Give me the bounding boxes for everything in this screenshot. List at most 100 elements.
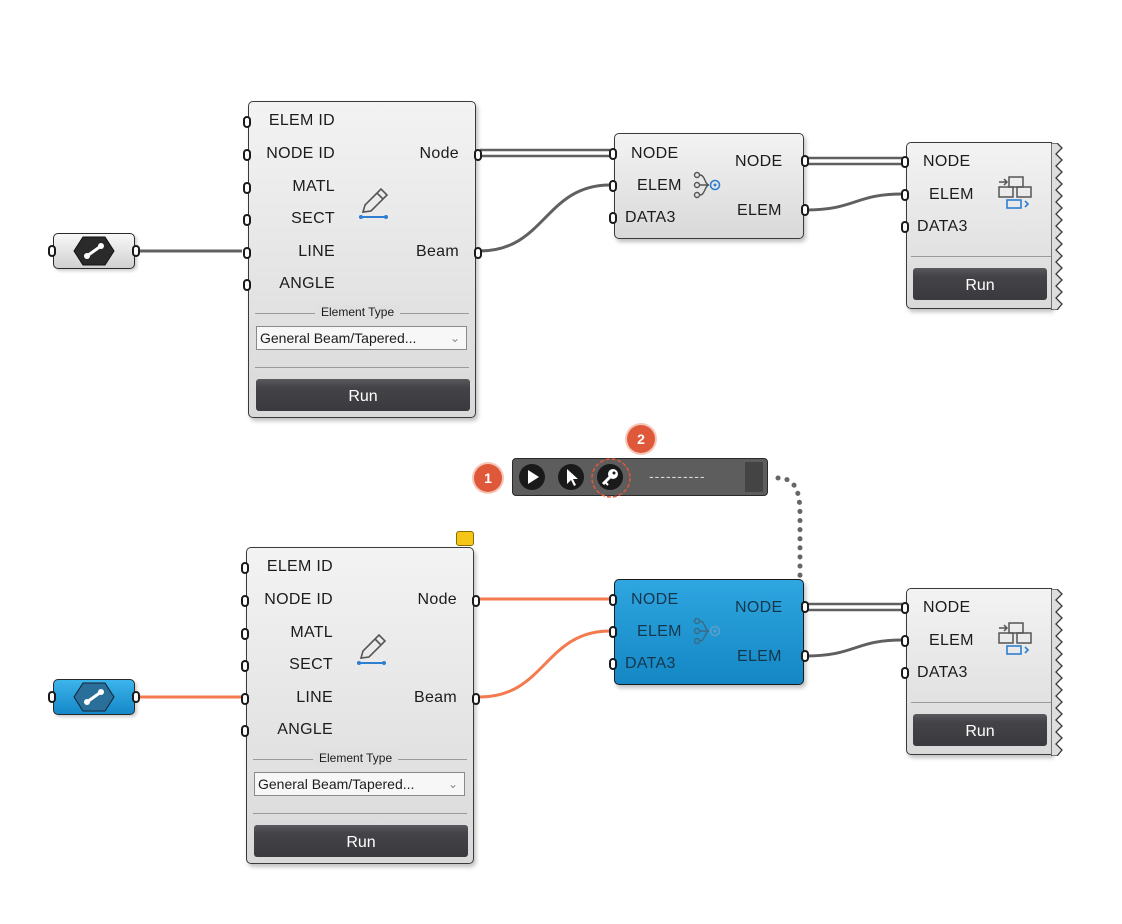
input-label-node: NODE	[631, 145, 679, 162]
element-type-label: Element Type	[313, 751, 399, 765]
output-port[interactable]	[474, 247, 482, 259]
torn-edge	[1051, 143, 1063, 310]
note-flag-icon[interactable]	[456, 531, 474, 546]
input-label-sect: SECT	[289, 656, 333, 673]
line-param-icon	[73, 682, 115, 712]
key-icon[interactable]	[597, 464, 623, 490]
output-port[interactable]	[801, 601, 809, 613]
input-port[interactable]	[243, 182, 251, 194]
input-port[interactable]	[243, 149, 251, 161]
input-label-elem: ELEM	[637, 623, 682, 640]
input-port[interactable]	[901, 189, 909, 201]
divider	[911, 256, 1052, 257]
element-type-label: Element Type	[315, 305, 401, 319]
wire-node-to-node	[480, 148, 610, 158]
input-port[interactable]	[901, 667, 909, 679]
output-label-node: Node	[417, 591, 457, 608]
input-port[interactable]	[48, 245, 56, 257]
output-port[interactable]	[472, 693, 480, 705]
wire-merge-node-to-send-node-2	[806, 602, 902, 612]
input-label-data3: DATA3	[917, 664, 968, 681]
wire-selected-beam	[479, 629, 611, 699]
input-port[interactable]	[609, 148, 617, 160]
input-port[interactable]	[48, 691, 56, 703]
wire-beam-to-elem	[479, 183, 611, 253]
output-label-elem: ELEM	[737, 648, 782, 665]
wire-merge-elem-to-send-elem	[805, 192, 903, 212]
merge-component[interactable]: NODE ELEM DATA3 NODE ELEM	[609, 133, 809, 239]
divider	[253, 813, 467, 814]
input-port[interactable]	[609, 594, 617, 606]
input-port[interactable]	[241, 562, 249, 574]
input-label-data3: DATA3	[625, 655, 676, 672]
toolbar-grip[interactable]	[745, 462, 763, 492]
create-element-component[interactable]: ELEM ID NODE ID MATL SECT LINE ANGLE Nod…	[241, 547, 480, 864]
input-label-angle: ANGLE	[277, 721, 333, 738]
pencil-icon	[357, 633, 387, 665]
divider	[911, 702, 1052, 703]
output-port[interactable]	[801, 204, 809, 216]
highlight-circle	[591, 458, 631, 498]
input-label-line: LINE	[298, 243, 335, 260]
output-label-beam: Beam	[416, 243, 459, 260]
input-label-line: LINE	[296, 689, 333, 706]
input-port[interactable]	[241, 628, 249, 640]
chevron-down-icon: ⌄	[447, 777, 458, 791]
play-icon[interactable]	[519, 464, 545, 490]
output-port[interactable]	[801, 155, 809, 167]
input-port[interactable]	[243, 279, 251, 291]
input-port[interactable]	[609, 626, 617, 638]
output-port[interactable]	[801, 650, 809, 662]
element-type-value: General Beam/Tapered...	[258, 776, 415, 792]
create-element-component[interactable]: ELEM ID NODE ID MATL SECT LINE ANGLE Nod…	[243, 101, 482, 418]
send-component[interactable]: NODE ELEM DATA3 Run	[901, 142, 1063, 310]
line-param[interactable]	[48, 233, 140, 269]
output-label-node: NODE	[735, 153, 783, 170]
input-port[interactable]	[243, 116, 251, 128]
send-component[interactable]: NODE ELEM DATA3 Run	[901, 588, 1063, 756]
cursor-icon[interactable]	[558, 464, 584, 490]
merge-component-selected[interactable]: NODE ELEM DATA3 NODE ELEM	[609, 579, 809, 685]
output-label-beam: Beam	[414, 689, 457, 706]
line-param-selected[interactable]	[48, 679, 140, 715]
run-button[interactable]: Run	[913, 714, 1047, 746]
input-port[interactable]	[609, 658, 617, 670]
input-label-angle: ANGLE	[279, 275, 335, 292]
output-port[interactable]	[472, 595, 480, 607]
input-port[interactable]	[243, 247, 251, 259]
run-button[interactable]: Run	[254, 825, 468, 857]
input-port[interactable]	[241, 660, 249, 672]
input-port[interactable]	[609, 180, 617, 192]
input-port[interactable]	[241, 725, 249, 737]
wire-merge-node-to-send-node	[806, 156, 902, 166]
input-port[interactable]	[901, 602, 909, 614]
output-label-elem: ELEM	[737, 202, 782, 219]
merge-icon	[693, 617, 721, 645]
input-port[interactable]	[241, 595, 249, 607]
torn-edge	[1051, 589, 1063, 756]
input-port[interactable]	[609, 212, 617, 224]
output-port[interactable]	[474, 149, 482, 161]
send-icon	[998, 176, 1032, 209]
input-port[interactable]	[243, 214, 251, 226]
input-label-matl: MATL	[292, 178, 335, 195]
run-button[interactable]: Run	[913, 268, 1047, 300]
input-port[interactable]	[241, 693, 249, 705]
input-port[interactable]	[901, 635, 909, 647]
input-port[interactable]	[901, 221, 909, 233]
input-label-elem: ELEM	[637, 177, 682, 194]
input-label-elem: ELEM	[929, 186, 974, 203]
input-port[interactable]	[901, 156, 909, 168]
element-type-dropdown[interactable]: General Beam/Tapered... ⌄	[256, 326, 467, 350]
input-label-elem-id: ELEM ID	[268, 112, 335, 129]
output-port[interactable]	[132, 691, 140, 703]
input-label-node: NODE	[923, 599, 971, 616]
merge-icon	[693, 171, 721, 199]
run-button[interactable]: Run	[256, 379, 470, 411]
input-label-data3: DATA3	[917, 218, 968, 235]
step-badge-2: 2	[627, 425, 655, 453]
element-type-dropdown[interactable]: General Beam/Tapered... ⌄	[254, 772, 465, 796]
input-label-elem-id: ELEM ID	[266, 558, 333, 575]
input-label-sect: SECT	[291, 210, 335, 227]
output-port[interactable]	[132, 245, 140, 257]
